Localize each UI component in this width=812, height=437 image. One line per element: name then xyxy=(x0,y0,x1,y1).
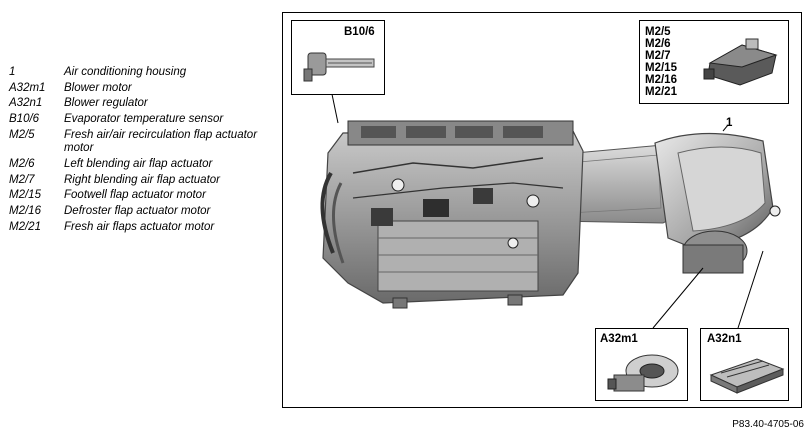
blower-regulator-label: A32n1 xyxy=(707,333,742,345)
legend-description: Fresh air flaps actuator motor xyxy=(64,220,215,233)
legend-code: B10/6 xyxy=(9,113,40,126)
legend-item: M2/21 Fresh air flaps actuator motor xyxy=(9,221,271,235)
legend-description: Right blending air flap actuator xyxy=(64,173,220,186)
legend-description: Left blending air flap actuator xyxy=(64,157,213,170)
legend-item: M2/7 Right blending air flap actuator xyxy=(9,174,271,188)
legend-item: 1 Air conditioning housing xyxy=(9,66,271,80)
actuator-motor-icon xyxy=(703,38,778,86)
legend-code: A32m1 xyxy=(9,81,46,94)
actuator-code: M2/7 xyxy=(645,50,671,62)
actuator-code: M2/6 xyxy=(645,38,671,50)
sensor-inset-label: B10/6 xyxy=(344,26,375,38)
legend-code: M2/5 xyxy=(9,128,35,141)
legend-code: 1 xyxy=(9,66,16,78)
legend-item: B10/6 Evaporator temperature sensor xyxy=(9,113,271,127)
legend-description: Defroster flap actuator motor xyxy=(64,205,211,217)
figure-frame: B10/6 M2/5 M2/6 M2/7 M2/15 M2/16 M2/21 1… xyxy=(282,12,802,408)
legend-description: Evaporator temperature sensor xyxy=(64,113,224,126)
legend-item: M2/16 Defroster flap actuator motor xyxy=(9,205,271,219)
figure-reference: P83.40-4705-06 xyxy=(732,419,804,430)
legend-item: M2/5 Fresh air/air recirculation flap ac… xyxy=(9,129,271,156)
ac-unit-illustration xyxy=(320,74,781,329)
legend-description: Blower motor xyxy=(64,81,132,94)
actuator-code: M2/21 xyxy=(645,86,677,98)
actuator-code-list: M2/5 M2/6 M2/7 M2/15 M2/16 M2/21 xyxy=(645,26,677,98)
component-legend: 1 Air conditioning housing A32m1 Blower … xyxy=(9,66,271,236)
legend-item: A32m1 Blower motor xyxy=(9,82,271,96)
blower-motor-label: A32m1 xyxy=(600,333,638,345)
housing-callout: 1 xyxy=(726,117,733,129)
blower-motor-inset: A32m1 xyxy=(595,328,688,401)
legend-code: M2/15 xyxy=(9,189,41,202)
legend-description: Footwell flap actuator motor xyxy=(64,189,206,202)
legend-code: M2/7 xyxy=(9,173,35,186)
legend-description: Blower regulator xyxy=(64,97,148,110)
legend-item: M2/15 Footwell flap actuator motor xyxy=(9,189,271,203)
sensor-inset: B10/6 xyxy=(291,20,385,95)
actuator-code: M2/5 xyxy=(645,26,671,38)
blower-regulator-icon xyxy=(709,358,785,394)
legend-code: M2/6 xyxy=(9,157,35,170)
legend-code: M2/16 xyxy=(9,205,41,217)
blower-motor-icon xyxy=(607,354,679,392)
legend-item: A32n1 Blower regulator xyxy=(9,97,271,111)
actuator-code: M2/16 xyxy=(645,74,677,86)
legend-description: Fresh air/air recirculation flap actuato… xyxy=(64,128,258,155)
legend-description: Air conditioning housing xyxy=(64,66,187,78)
blower-regulator-inset: A32n1 xyxy=(700,328,789,401)
legend-code: A32n1 xyxy=(9,97,43,110)
temperature-sensor-icon xyxy=(303,52,375,82)
actuator-inset: M2/5 M2/6 M2/7 M2/15 M2/16 M2/21 xyxy=(639,20,789,104)
legend-item: M2/6 Left blending air flap actuator xyxy=(9,158,271,172)
legend-code: M2/21 xyxy=(9,220,41,233)
actuator-code: M2/15 xyxy=(645,62,677,74)
